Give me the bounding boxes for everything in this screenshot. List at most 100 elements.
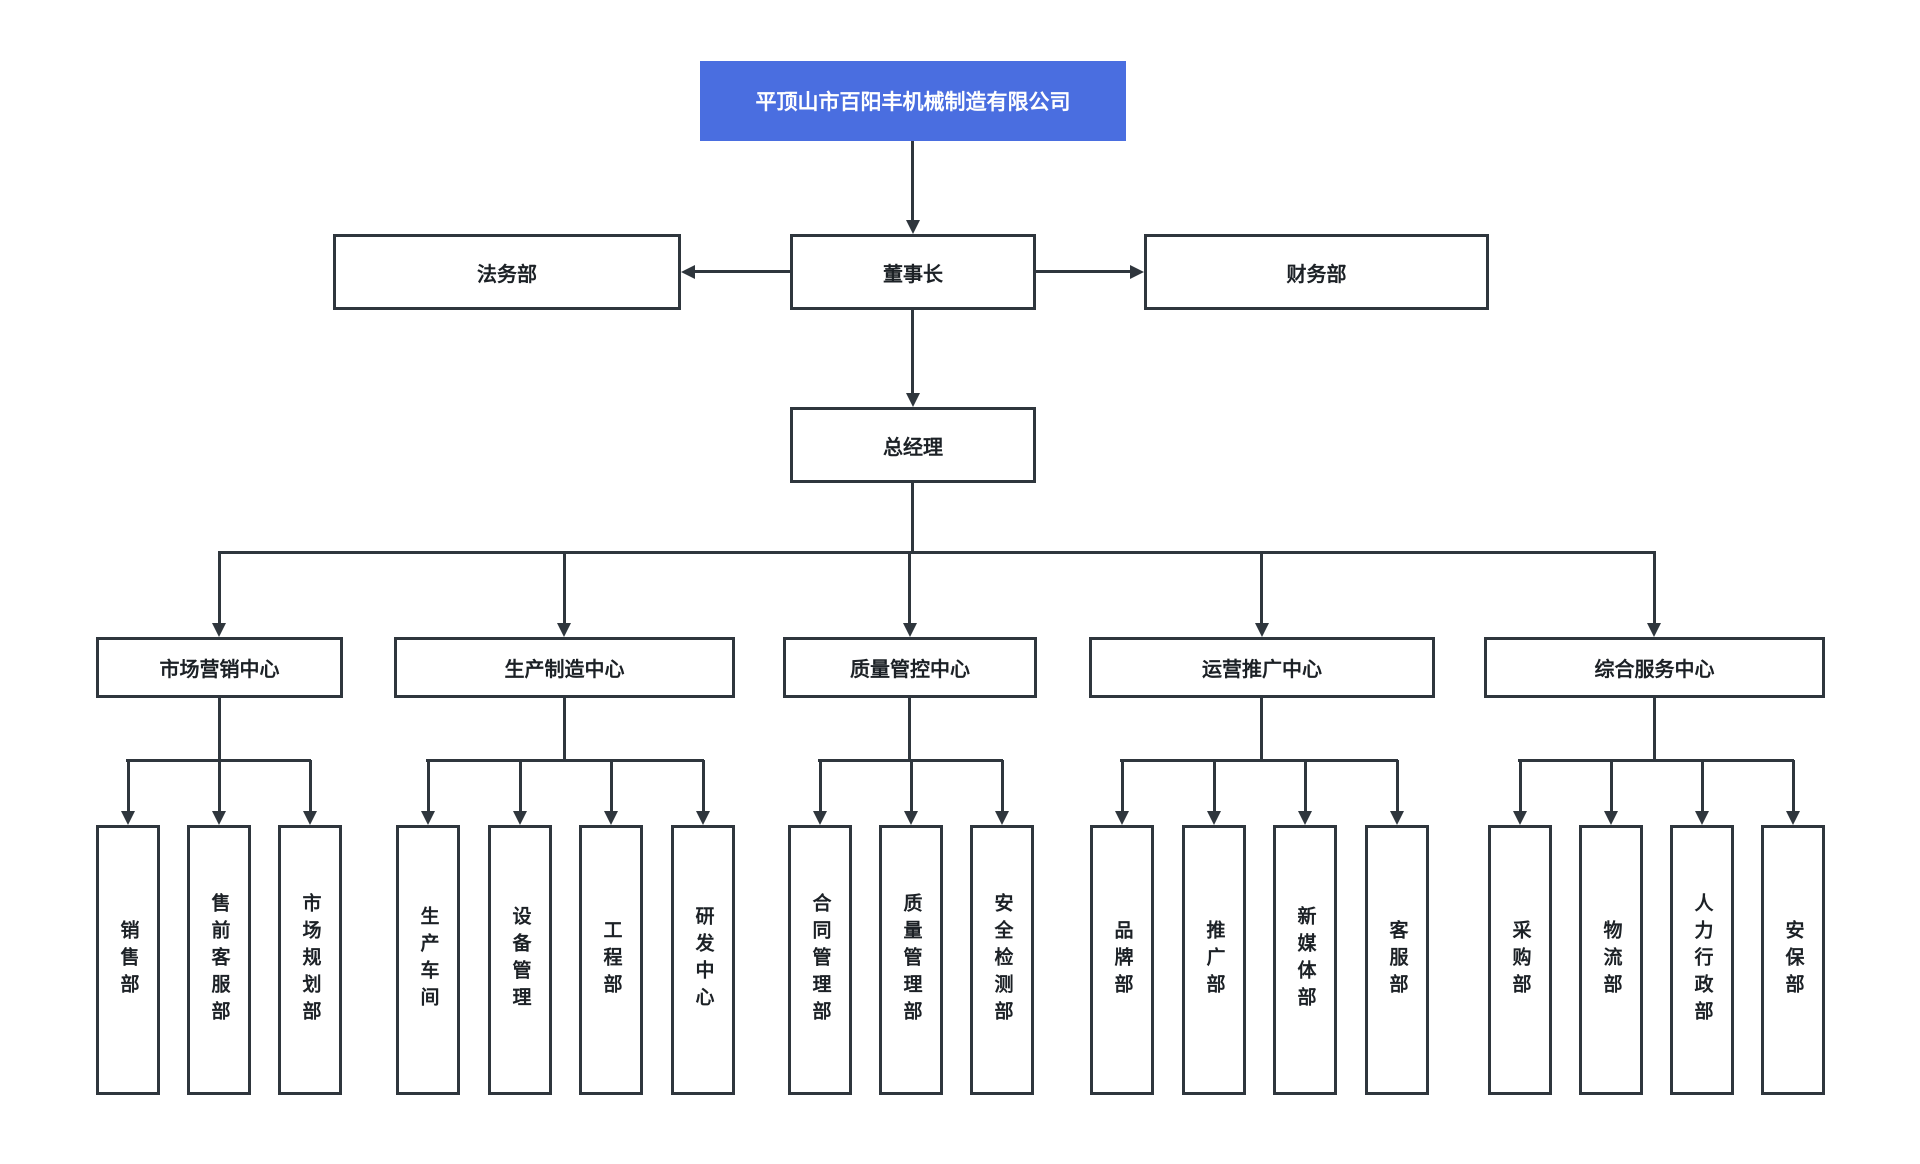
connector-chairman-gm — [911, 310, 914, 393]
dept-label: 客服部 — [1386, 919, 1408, 1001]
dept-label: 新媒体部 — [1294, 906, 1316, 1014]
connector-root-chairman — [911, 141, 914, 220]
arrow-down-icon — [906, 393, 920, 407]
connector-drop-services — [1653, 552, 1656, 623]
dept-label: 合同管理部 — [809, 892, 831, 1028]
node-dept-engineering: 工程部 — [579, 825, 643, 1095]
node-dept-market-planning: 市场规划部 — [278, 825, 342, 1095]
arrow-left-icon — [681, 265, 695, 279]
arrow-down-icon — [513, 811, 527, 825]
arrow-down-icon — [1786, 811, 1800, 825]
node-dept-brand: 品牌部 — [1090, 825, 1154, 1095]
arrow-down-icon — [906, 220, 920, 234]
connector-drop-marketing — [218, 552, 221, 623]
connector-drop-quality — [908, 552, 911, 623]
connector-drop-production — [563, 552, 566, 623]
connector-drop-operations — [1260, 552, 1263, 623]
connector-group2-drop — [610, 760, 613, 811]
node-dept-customer-service: 客服部 — [1365, 825, 1429, 1095]
node-company-root: 平顶山市百阳丰机械制造有限公司 — [700, 61, 1126, 141]
connector-group5-drop — [1701, 760, 1704, 811]
node-dept-equipment-mgmt: 设备管理 — [488, 825, 552, 1095]
dept-label: 物流部 — [1600, 919, 1622, 1001]
connector-group2-stem — [563, 698, 566, 760]
node-dept-procurement: 采购部 — [1488, 825, 1552, 1095]
connector-group3-stem — [908, 698, 911, 760]
dept-label: 安全检测部 — [991, 892, 1013, 1028]
dept-label: 人力行政部 — [1691, 892, 1713, 1028]
node-center-marketing: 市场营销中心 — [96, 637, 343, 698]
connector-group4-drop — [1304, 760, 1307, 811]
connector-group5-drop — [1519, 760, 1522, 811]
connector-group3-drop — [1001, 760, 1004, 811]
arrow-down-icon — [604, 811, 618, 825]
connector-group5-drop — [1792, 760, 1795, 811]
arrow-down-icon — [696, 811, 710, 825]
arrow-down-icon — [212, 623, 226, 637]
connector-group4-stem — [1260, 698, 1263, 760]
dept-label: 质量管理部 — [900, 892, 922, 1028]
arrow-down-icon — [1513, 811, 1527, 825]
dept-label: 销售部 — [117, 919, 139, 1001]
connector-group2-hline — [426, 759, 704, 762]
connector-group1-drop — [218, 760, 221, 811]
node-center-quality: 质量管控中心 — [783, 637, 1037, 698]
connector-group3-drop — [819, 760, 822, 811]
dept-label: 设备管理 — [509, 906, 531, 1014]
node-dept-production-workshop: 生产车间 — [396, 825, 460, 1095]
dept-label: 市场规划部 — [299, 892, 321, 1028]
arrow-down-icon — [1390, 811, 1404, 825]
connector-group5-drop — [1610, 760, 1613, 811]
node-dept-rnd-center: 研发中心 — [671, 825, 735, 1095]
dept-label: 品牌部 — [1111, 919, 1133, 1001]
connector-group2-drop — [702, 760, 705, 811]
connector-group4-drop — [1396, 760, 1399, 811]
dept-label: 售前客服部 — [208, 892, 230, 1028]
node-dept-hr-admin: 人力行政部 — [1670, 825, 1734, 1095]
node-dept-sales: 销售部 — [96, 825, 160, 1095]
arrow-down-icon — [1207, 811, 1221, 825]
arrow-down-icon — [557, 623, 571, 637]
arrow-right-icon — [1130, 265, 1144, 279]
node-dept-promotion: 推广部 — [1182, 825, 1246, 1095]
connector-group5-hline — [1518, 759, 1794, 762]
node-dept-contract-mgmt: 合同管理部 — [788, 825, 852, 1095]
arrow-down-icon — [904, 811, 918, 825]
dept-label: 推广部 — [1203, 919, 1225, 1001]
node-general-manager: 总经理 — [790, 407, 1036, 483]
arrow-down-icon — [1604, 811, 1618, 825]
connector-group1-drop — [309, 760, 312, 811]
arrow-down-icon — [1255, 623, 1269, 637]
connector-group3-drop — [910, 760, 913, 811]
arrow-down-icon — [1695, 811, 1709, 825]
connector-main-hline — [218, 551, 1656, 554]
node-center-production: 生产制造中心 — [394, 637, 735, 698]
dept-label: 研发中心 — [692, 906, 714, 1014]
arrow-down-icon — [813, 811, 827, 825]
dept-label: 工程部 — [600, 919, 622, 1001]
node-center-operations: 运营推广中心 — [1089, 637, 1435, 698]
dept-label: 生产车间 — [417, 906, 439, 1014]
node-dept-safety-inspection: 安全检测部 — [970, 825, 1034, 1095]
connector-chairman-finance — [1036, 270, 1130, 273]
arrow-down-icon — [303, 811, 317, 825]
node-center-services: 综合服务中心 — [1484, 637, 1825, 698]
node-dept-quality-mgmt: 质量管理部 — [879, 825, 943, 1095]
node-dept-logistics: 物流部 — [1579, 825, 1643, 1095]
connector-group2-drop — [427, 760, 430, 811]
arrow-down-icon — [421, 811, 435, 825]
arrow-down-icon — [1647, 623, 1661, 637]
node-finance-dept: 财务部 — [1144, 234, 1489, 310]
connector-group2-drop — [519, 760, 522, 811]
connector-group1-drop — [127, 760, 130, 811]
connector-gm-stem — [911, 483, 914, 552]
arrow-down-icon — [903, 623, 917, 637]
connector-group4-drop — [1213, 760, 1216, 811]
connector-group1-stem — [218, 698, 221, 760]
node-legal-dept: 法务部 — [333, 234, 681, 310]
node-dept-new-media: 新媒体部 — [1273, 825, 1337, 1095]
arrow-down-icon — [1298, 811, 1312, 825]
node-chairman: 董事长 — [790, 234, 1036, 310]
arrow-down-icon — [1115, 811, 1129, 825]
